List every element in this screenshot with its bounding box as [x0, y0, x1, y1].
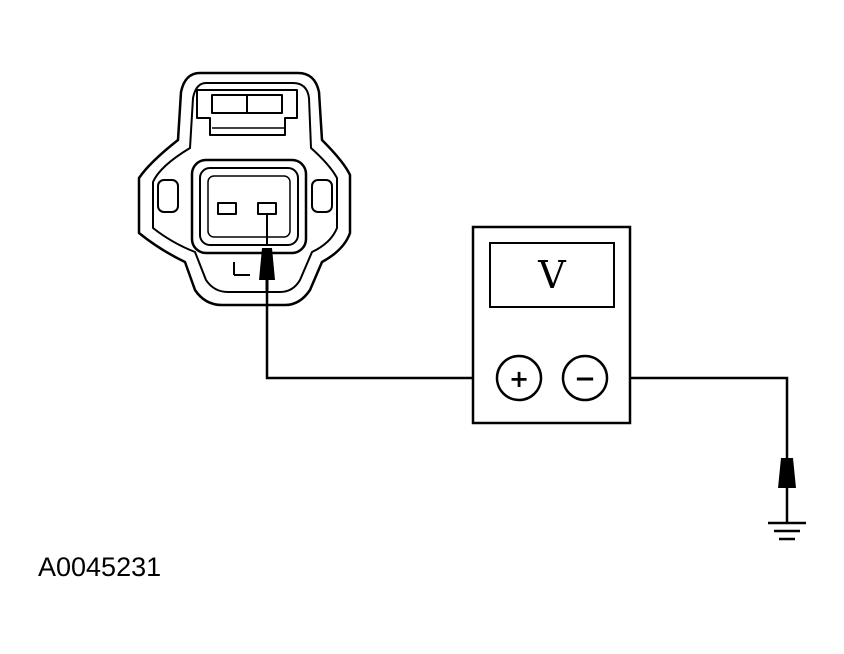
positive-terminal: + — [495, 354, 543, 402]
connector-outer-housing — [137, 71, 352, 307]
connector-terminal-1 — [217, 202, 237, 215]
electrical-connector — [137, 71, 352, 307]
connector-terminal-2 — [257, 202, 277, 215]
ground-probe — [778, 458, 796, 522]
voltmeter: V + − — [471, 225, 632, 425]
connector-face-recess — [207, 175, 291, 238]
negative-terminal-label: − — [574, 364, 596, 394]
negative-test-lead — [607, 376, 789, 458]
connector-face-inner — [199, 167, 299, 246]
voltmeter-symbol: V — [537, 253, 566, 297]
positive-terminal-label: + — [509, 365, 529, 393]
figure-id: A0045231 — [38, 552, 162, 582]
connector-lock-tab — [196, 89, 298, 136]
back-probe — [259, 214, 275, 292]
connector-inner-housing — [152, 82, 338, 293]
connector-right-latch — [311, 179, 333, 213]
negative-terminal: − — [561, 354, 609, 402]
connector-face-outer — [190, 158, 308, 255]
connector-left-latch — [157, 179, 179, 213]
ground-icon — [768, 521, 806, 541]
voltmeter-display — [489, 242, 615, 308]
positive-test-lead — [265, 292, 497, 380]
